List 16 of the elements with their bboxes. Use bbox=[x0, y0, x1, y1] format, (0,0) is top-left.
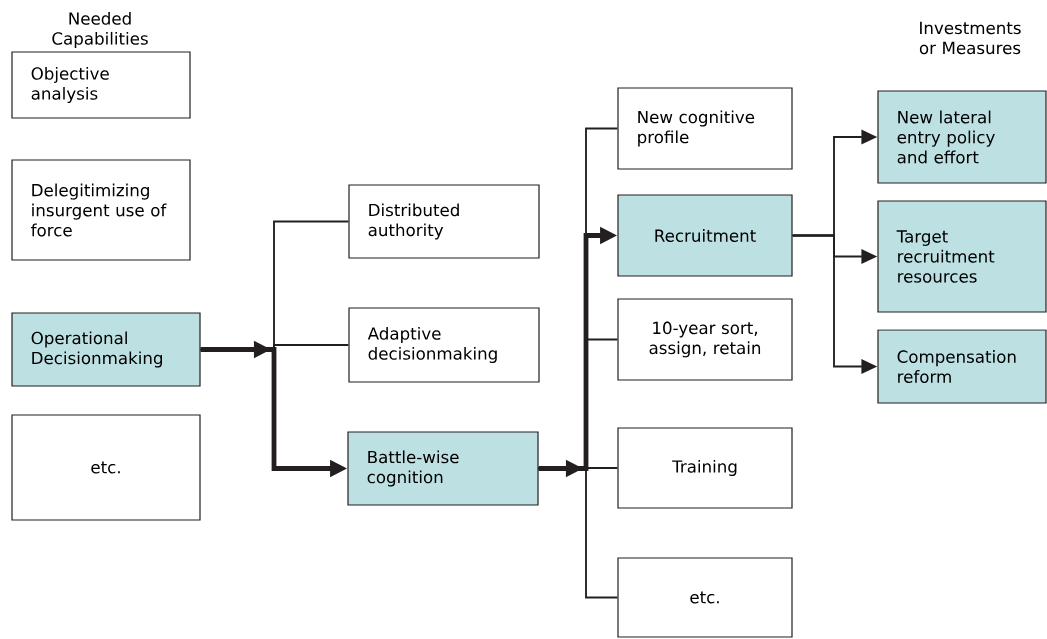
highlighted-box: Operational Decisionmaking bbox=[11, 312, 201, 387]
process-box: Objective analysis bbox=[11, 51, 191, 119]
process-box: Delegitimizing insurgent use of force bbox=[11, 159, 191, 261]
process-box: Distributed authority bbox=[348, 184, 540, 259]
highlighted-box: Compensation reform bbox=[877, 329, 1047, 404]
highlighted-box: New lateral entry policy and effort bbox=[877, 90, 1047, 184]
process-box: etc. bbox=[11, 414, 201, 521]
process-box: New cognitive profile bbox=[617, 87, 793, 170]
highlighted-box: Recruitment bbox=[617, 194, 793, 277]
process-box: Adaptive decisionmaking bbox=[348, 307, 540, 383]
process-box: 10-year sort, assign, retain bbox=[617, 298, 793, 381]
process-box: etc. bbox=[617, 557, 793, 638]
column-heading: Investments or Measures bbox=[919, 21, 1021, 55]
highlighted-box: Target recruitment resources bbox=[877, 200, 1047, 313]
process-box: Training bbox=[617, 427, 793, 509]
highlighted-box: Battle-wise cognition bbox=[347, 431, 539, 506]
